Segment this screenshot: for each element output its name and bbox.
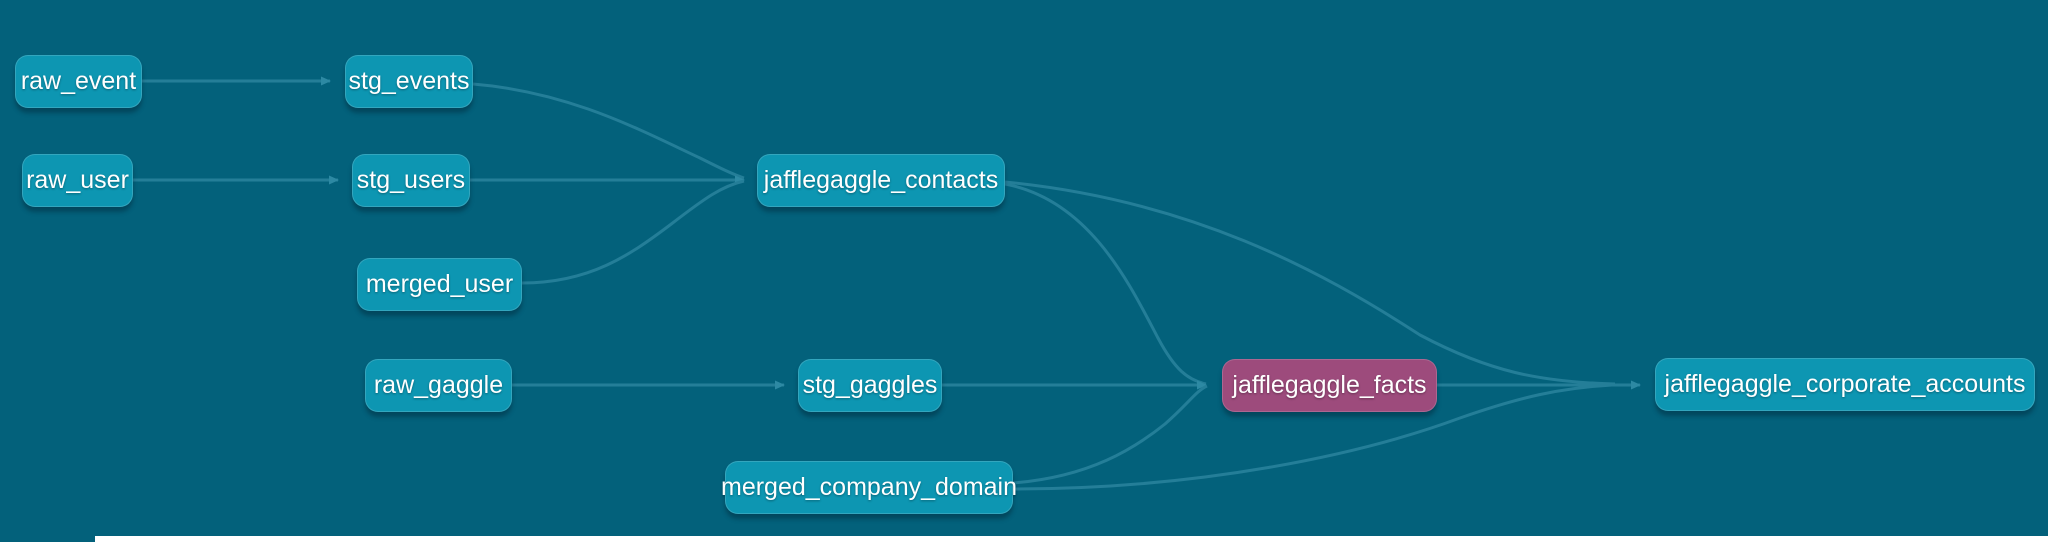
edge-stg_events-to-jafflegaggle_contacts	[472, 82, 745, 180]
edge-jafflegaggle_contacts-to-jafflegaggle_facts	[1004, 182, 1207, 386]
node-stg_users[interactable]: stg_users	[352, 154, 470, 207]
node-jafflegaggle_contacts[interactable]: jafflegaggle_contacts	[757, 154, 1005, 207]
node-stg_gaggles[interactable]: stg_gaggles	[798, 359, 942, 412]
edge-merged_company_domain-to-jafflegaggle_facts	[1012, 384, 1208, 485]
edge-merged_user-to-jafflegaggle_contacts	[521, 179, 745, 285]
edge-jafflegaggle_contacts-to-jafflegaggle_corporate_accounts	[1004, 180, 1616, 386]
edge-merged_company_domain-to-jafflegaggle_corporate_accounts	[1012, 383, 1613, 491]
node-merged_user[interactable]: merged_user	[357, 258, 522, 311]
node-raw_gaggle[interactable]: raw_gaggle	[365, 359, 512, 412]
node-raw_user[interactable]: raw_user	[22, 154, 133, 207]
page-bottom-strip	[95, 536, 2048, 542]
node-stg_events[interactable]: stg_events	[345, 55, 473, 108]
node-raw_event[interactable]: raw_event	[15, 55, 142, 108]
node-jafflegaggle_corporate_accounts[interactable]: jafflegaggle_corporate_accounts	[1655, 358, 2035, 411]
node-jafflegaggle_facts[interactable]: jafflegaggle_facts	[1222, 359, 1437, 412]
node-merged_company_domain[interactable]: merged_company_domain	[721, 461, 1017, 514]
